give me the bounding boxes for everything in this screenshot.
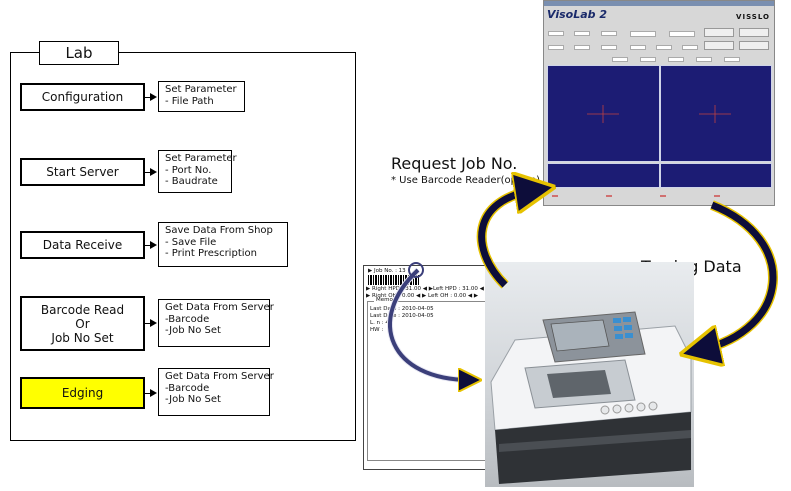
step-configuration: Configuration xyxy=(20,83,145,111)
connector-line xyxy=(145,172,151,173)
connector-arrowhead xyxy=(150,389,157,397)
request-subtitle: * Use Barcode Reader(option) xyxy=(391,175,541,186)
note-barcode-read: Get Data From Server -Barcode -Job No Se… xyxy=(158,299,274,347)
note-line: - Port No. xyxy=(165,164,212,176)
connector-line xyxy=(145,245,151,246)
trace-crosshairs xyxy=(587,105,731,123)
memo-line: Last Date : 2010-04-05 xyxy=(370,313,434,319)
note-line: - Save File xyxy=(165,236,217,248)
step-label-line: Job No Set xyxy=(51,330,114,345)
connector-arrowhead xyxy=(150,241,157,249)
barcode-graphic xyxy=(368,275,420,285)
note-line: -Barcode xyxy=(165,313,210,325)
arrow-tracing-data xyxy=(698,200,778,355)
software-button[interactable] xyxy=(739,41,769,50)
connector-line xyxy=(145,97,151,98)
software-screenshot: VisoLab 2 VISSLO xyxy=(543,0,775,206)
software-field xyxy=(548,31,564,36)
note-line: - Print Prescription xyxy=(165,248,257,259)
step-data-receive: Data Receive xyxy=(20,231,145,259)
note-line: Get Data From Server xyxy=(165,302,274,313)
note-configuration: Set Parameter - File Path xyxy=(158,81,245,112)
lab-frame xyxy=(10,52,356,441)
software-logo: VisoLab 2 xyxy=(547,8,607,21)
software-field xyxy=(630,45,646,50)
software-button[interactable] xyxy=(739,28,769,37)
software-field xyxy=(601,31,617,36)
memo-line: Last Date : 2010-04-05 xyxy=(370,306,434,312)
memo-line: HW : xyxy=(370,327,384,333)
software-field xyxy=(640,57,656,62)
lab-title: Lab xyxy=(39,41,119,65)
connector-arrowhead xyxy=(150,93,157,101)
note-line: - Baudrate xyxy=(165,176,218,187)
right-oh-line: ▶ Right OH : 0.00 ◀ ▶ Left OH : 0.00 ◀ ▶ xyxy=(366,293,479,299)
software-field xyxy=(630,31,656,37)
memo-line: L. n : 46 xyxy=(370,320,393,326)
note-data-receive: Save Data From Shop - Save File - Print … xyxy=(158,222,288,267)
software-button[interactable] xyxy=(704,28,734,37)
software-field xyxy=(574,45,590,50)
software-field xyxy=(574,31,590,36)
software-titlebar xyxy=(544,1,774,6)
software-brand: VISSLO xyxy=(736,13,770,21)
note-line: -Job No Set xyxy=(165,325,221,336)
note-line: Set Parameter xyxy=(165,84,237,95)
trace-panel-right xyxy=(660,65,772,162)
edger-machine-photo xyxy=(485,262,694,487)
step-label-line: Edging xyxy=(61,386,104,400)
connector-arrowhead xyxy=(150,168,157,176)
note-line: - File Path xyxy=(165,95,214,107)
step-label-line: Configuration xyxy=(41,90,124,104)
right-hpd-line: ▶ Right HPD : 31.00 ◀ ▶Left HPD : 31.00 … xyxy=(366,286,514,292)
note-line: -Job No Set xyxy=(165,394,221,405)
note-line: Set Parameter xyxy=(165,153,237,164)
connector-line xyxy=(145,393,151,394)
software-field xyxy=(682,45,698,50)
step-label-line: Barcode Read xyxy=(40,302,125,317)
memo-label: Memo xyxy=(374,297,395,303)
trace-panel-bottom-right xyxy=(660,163,772,188)
software-field xyxy=(548,45,564,50)
note-edging: Get Data From Server -Barcode -Job No Se… xyxy=(158,368,274,416)
step-label-line: Or xyxy=(75,316,90,331)
software-field xyxy=(696,57,712,62)
note-line: -Barcode xyxy=(165,382,210,394)
software-status-marks xyxy=(552,195,767,197)
note-line: Get Data From Server xyxy=(165,371,274,382)
trace-panel-left xyxy=(547,65,660,162)
software-field xyxy=(724,57,740,62)
software-field xyxy=(669,31,695,37)
request-title: Request Job No. xyxy=(391,154,518,173)
note-line: Save Data From Shop xyxy=(165,225,273,236)
job-number-label: ▶ Job No. : 13 xyxy=(368,268,406,274)
software-field xyxy=(668,57,684,62)
barcode-highlight-ring xyxy=(408,262,424,278)
software-field xyxy=(601,45,617,50)
note-start-server: Set Parameter - Port No. - Baudrate xyxy=(158,150,237,193)
step-label-line: Start Server xyxy=(46,165,119,179)
connector-line xyxy=(145,323,151,324)
software-field xyxy=(656,45,672,50)
step-start-server: Start Server xyxy=(20,158,145,186)
step-barcode-read: Barcode Read Or Job No Set xyxy=(20,296,145,351)
step-edging: Edging xyxy=(20,377,145,409)
step-label-line: Data Receive xyxy=(42,238,123,252)
edger-machine-illustration xyxy=(490,311,692,484)
software-field xyxy=(612,57,628,62)
connector-arrowhead xyxy=(150,319,157,327)
software-button[interactable] xyxy=(704,41,734,50)
